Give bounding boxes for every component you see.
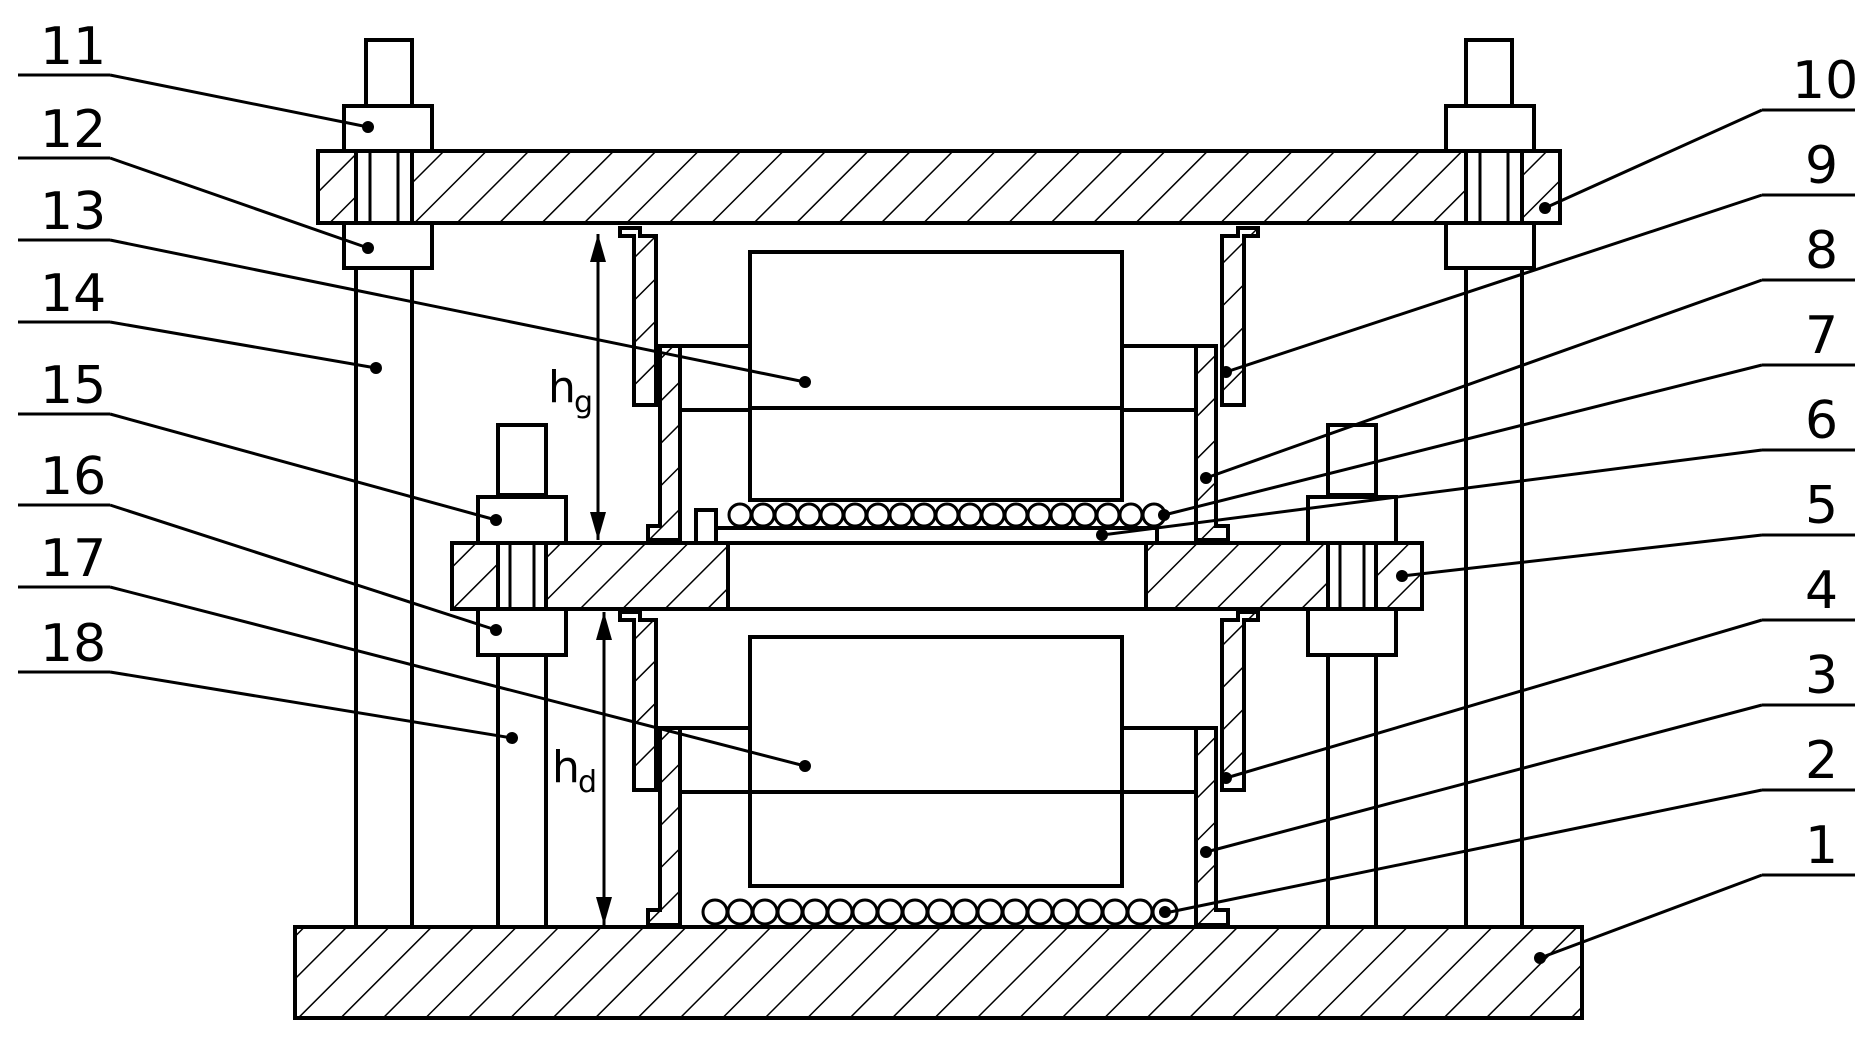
label-7: 7 xyxy=(1805,306,1838,366)
base-plate xyxy=(293,925,1584,1020)
lower-ball-row xyxy=(701,898,1179,926)
label-11: 11 xyxy=(40,17,106,77)
label-18: 18 xyxy=(40,614,106,674)
label-1: 1 xyxy=(1805,816,1838,876)
dim-lower-main: h xyxy=(552,742,580,793)
dim-upper-sub: g xyxy=(574,385,593,420)
label-15: 15 xyxy=(40,356,106,416)
left-callouts: 11 12 13 14 15 16 17 18 xyxy=(18,17,811,772)
label-3: 3 xyxy=(1805,646,1838,706)
label-12: 12 xyxy=(40,100,106,160)
upper-ball-row xyxy=(727,502,1167,528)
label-10: 10 xyxy=(1792,51,1858,111)
label-4: 4 xyxy=(1805,561,1838,621)
label-2: 2 xyxy=(1805,731,1838,791)
top-nuts xyxy=(342,104,1536,270)
upper-spring-assembly xyxy=(618,226,1260,545)
right-callouts: 10 9 8 7 6 5 4 3 xyxy=(1096,51,1858,964)
label-16: 16 xyxy=(40,447,106,507)
label-14: 14 xyxy=(40,264,106,324)
middle-plate xyxy=(450,541,1424,611)
inner-columns xyxy=(496,423,1378,929)
label-9: 9 xyxy=(1805,136,1838,196)
lower-spring-assembly xyxy=(618,610,1260,927)
dimension-upper: h g xyxy=(548,234,606,540)
label-5: 5 xyxy=(1805,476,1838,536)
dim-lower-sub: d xyxy=(578,765,597,800)
top-plate xyxy=(316,149,1562,225)
dim-upper-main: h xyxy=(548,362,576,413)
label-17: 17 xyxy=(40,529,106,589)
label-13: 13 xyxy=(40,182,106,242)
dimension-lower: h d xyxy=(552,612,612,925)
outer-columns xyxy=(354,38,1524,929)
label-6: 6 xyxy=(1805,391,1838,451)
label-8: 8 xyxy=(1805,221,1838,281)
